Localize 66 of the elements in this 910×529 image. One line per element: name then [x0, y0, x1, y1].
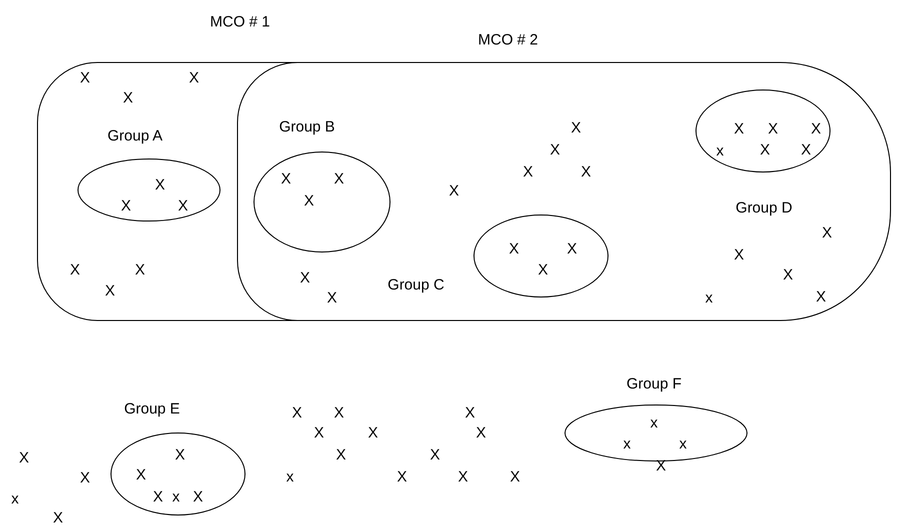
data-point-mark: X — [811, 122, 821, 136]
data-point-mark: X — [281, 172, 291, 186]
group-heading: Group A — [107, 128, 163, 144]
data-point-mark: X — [189, 70, 199, 86]
data-point-mark: X — [135, 262, 145, 278]
data-point-mark: X — [734, 248, 744, 262]
data-point-mark: X — [136, 468, 146, 482]
data-point-mark: X — [153, 490, 163, 504]
data-point-mark: x — [679, 436, 687, 452]
data-point-mark: x — [705, 290, 713, 306]
data-point-mark: X — [70, 262, 80, 278]
data-point-mark: X — [105, 284, 115, 298]
data-point-mark: X — [336, 448, 346, 462]
data-point-mark: X — [476, 426, 486, 440]
data-point-mark: X — [80, 470, 90, 486]
data-point-mark: X — [768, 122, 778, 136]
cluster-ellipse — [696, 90, 830, 218]
data-point-mark: X — [510, 470, 520, 484]
data-point-mark: x — [650, 416, 658, 430]
data-point-mark: X — [509, 242, 519, 256]
data-point-mark: x — [716, 144, 724, 158]
group-heading: MCO # 1 — [210, 14, 270, 30]
data-point-mark: X — [314, 426, 324, 440]
data-point-mark: X — [734, 122, 744, 136]
data-point-mark: X — [567, 242, 577, 256]
data-point-mark: X — [581, 164, 591, 180]
data-point-mark: X — [465, 406, 475, 420]
data-point-mark: X — [53, 510, 63, 526]
data-point-mark: X — [783, 268, 793, 282]
data-point-mark: X — [304, 194, 314, 208]
data-point-mark: X — [523, 164, 533, 180]
data-point-mark: X — [816, 290, 826, 304]
group-heading: Group D — [736, 200, 792, 216]
data-point-mark: X — [193, 490, 203, 504]
data-point-mark: X — [155, 178, 165, 192]
data-point-mark: X — [19, 450, 29, 466]
data-point-mark: x — [286, 470, 294, 484]
data-point-mark: X — [300, 270, 310, 286]
data-point-mark: X — [550, 142, 560, 158]
group-heading: Group F — [626, 376, 682, 392]
data-point-mark: X — [80, 70, 90, 86]
data-point-mark: x — [11, 492, 19, 506]
group-heading: Group C — [388, 278, 444, 292]
data-point-mark: X — [175, 448, 185, 462]
data-point-mark: X — [430, 448, 440, 462]
data-point-mark: X — [449, 184, 459, 198]
data-point-mark: X — [538, 262, 548, 278]
data-point-mark: X — [327, 290, 337, 306]
data-point-mark: X — [458, 470, 468, 484]
group-heading: Group B — [279, 120, 335, 134]
data-point-mark: X — [571, 120, 581, 136]
data-point-mark: X — [334, 406, 344, 420]
data-point-mark: X — [397, 470, 407, 484]
group-heading: MCO # 2 — [478, 32, 538, 48]
data-point-mark: X — [123, 90, 133, 106]
group-heading: Group E — [124, 402, 180, 416]
data-point-mark: X — [368, 426, 378, 440]
data-point-mark: X — [801, 142, 811, 158]
data-point-mark: X — [178, 198, 188, 214]
data-point-mark: X — [760, 142, 770, 158]
data-point-mark: X — [121, 198, 131, 214]
data-point-mark: x — [623, 436, 631, 452]
data-point-mark: x — [172, 490, 180, 504]
data-point-mark: X — [292, 406, 302, 420]
data-point-mark: X — [334, 172, 344, 186]
data-point-mark: X — [822, 226, 832, 240]
